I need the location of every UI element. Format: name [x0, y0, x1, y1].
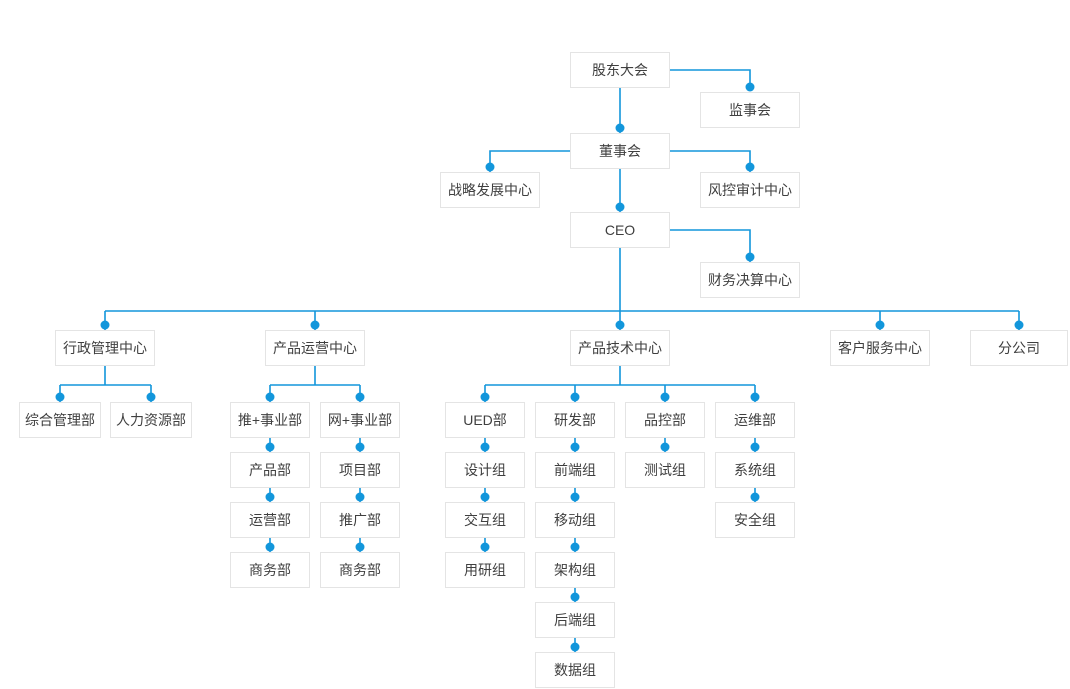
org-node-team-backend: 后端组: [535, 602, 615, 638]
org-node-team-testing: 测试组: [625, 452, 705, 488]
org-node-division-product-technology: 产品技术中心: [570, 330, 670, 366]
org-node-dept-product: 产品部: [230, 452, 310, 488]
org-node-dept-quality-control: 品控部: [625, 402, 705, 438]
org-node-dept-rnd: 研发部: [535, 402, 615, 438]
org-node-dept-general-management: 综合管理部: [19, 402, 101, 438]
org-node-team-security: 安全组: [715, 502, 795, 538]
org-node-ceo: CEO: [570, 212, 670, 248]
org-node-team-data: 数据组: [535, 652, 615, 688]
org-node-finance-center: 财务决算中心: [700, 262, 800, 298]
org-node-division-branch-company: 分公司: [970, 330, 1068, 366]
org-node-team-system: 系统组: [715, 452, 795, 488]
org-node-dept-commerce-1: 商务部: [230, 552, 310, 588]
org-node-dept-wang-business: 网+事业部: [320, 402, 400, 438]
org-node-shareholders-meeting: 股东大会: [570, 52, 670, 88]
org-node-division-product-operations: 产品运营中心: [265, 330, 365, 366]
org-node-board-of-directors: 董事会: [570, 133, 670, 169]
org-node-dept-human-resources: 人力资源部: [110, 402, 192, 438]
org-node-team-interaction: 交互组: [445, 502, 525, 538]
org-node-dept-operation: 运营部: [230, 502, 310, 538]
org-node-division-administration: 行政管理中心: [55, 330, 155, 366]
org-node-dept-commerce-2: 商务部: [320, 552, 400, 588]
org-node-team-architecture: 架构组: [535, 552, 615, 588]
org-node-dept-promotion: 推广部: [320, 502, 400, 538]
org-node-division-customer-service: 客户服务中心: [830, 330, 930, 366]
org-node-team-design: 设计组: [445, 452, 525, 488]
org-node-risk-audit-center: 风控审计中心: [700, 172, 800, 208]
org-node-dept-tui-business: 推+事业部: [230, 402, 310, 438]
org-node-team-user-research: 用研组: [445, 552, 525, 588]
org-node-team-frontend: 前端组: [535, 452, 615, 488]
org-node-strategy-center: 战略发展中心: [440, 172, 540, 208]
org-node-dept-operations-maintenance: 运维部: [715, 402, 795, 438]
org-node-dept-project: 项目部: [320, 452, 400, 488]
org-node-team-mobile: 移动组: [535, 502, 615, 538]
org-node-supervisory-board: 监事会: [700, 92, 800, 128]
org-node-dept-ued: UED部: [445, 402, 525, 438]
